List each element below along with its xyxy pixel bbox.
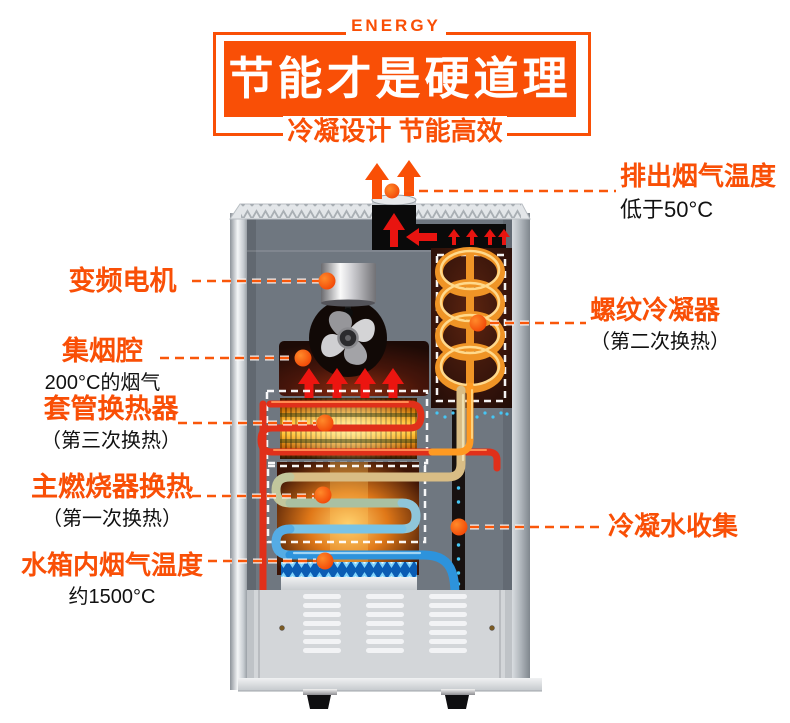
- hot-flue-arrows: [298, 368, 404, 400]
- condenser-outlet-pipe: [428, 382, 474, 456]
- flue-flow-arrows: [448, 229, 510, 245]
- label-tank-flue-temp: 水箱内烟气温度 约1500°C: [20, 550, 203, 608]
- feet: [303, 689, 475, 709]
- water-coil-pipe: [271, 385, 466, 599]
- up-arrow-icon: [383, 213, 405, 247]
- page-title: 节能才是硬道理: [228, 53, 572, 104]
- louver-vents: [303, 594, 467, 653]
- left-arrow-icon: [406, 228, 437, 246]
- base: [238, 678, 542, 692]
- screw-icon: [489, 625, 495, 631]
- header-eyebrow: ENERGY: [346, 15, 446, 37]
- label-casing-exchanger: 套管换热器 （第三次换热）: [41, 394, 181, 453]
- burner-flame-row: [281, 562, 417, 577]
- header-subtitle: 冷凝设计 节能高效: [283, 116, 507, 146]
- label-inverter-motor: 变频电机: [68, 266, 177, 296]
- fan-icon: [321, 311, 375, 365]
- label-main-burner: 主燃烧器换热 （第一次换热）: [31, 472, 193, 531]
- exhaust-up-arrow-icons: [365, 160, 421, 199]
- label-condensate-collection: 冷凝水收集: [608, 511, 739, 541]
- callout-lines: [160, 189, 616, 564]
- front-panel: [247, 590, 512, 678]
- exhaust-duct: [365, 160, 510, 250]
- label-smoke-chamber: 集烟腔 200°C的烟气: [44, 336, 161, 395]
- label-spiral-condenser: 螺纹冷凝器 （第二次换热）: [590, 295, 730, 353]
- screw-icon: [279, 625, 285, 631]
- label-exhaust-temp: 排出烟气温度 低于50°C: [620, 161, 777, 222]
- callout-dots: [294, 183, 487, 570]
- header-banner: 节能才是硬道理: [224, 41, 576, 117]
- burner-pedestal: [281, 577, 417, 592]
- inverter-motor: [321, 263, 376, 307]
